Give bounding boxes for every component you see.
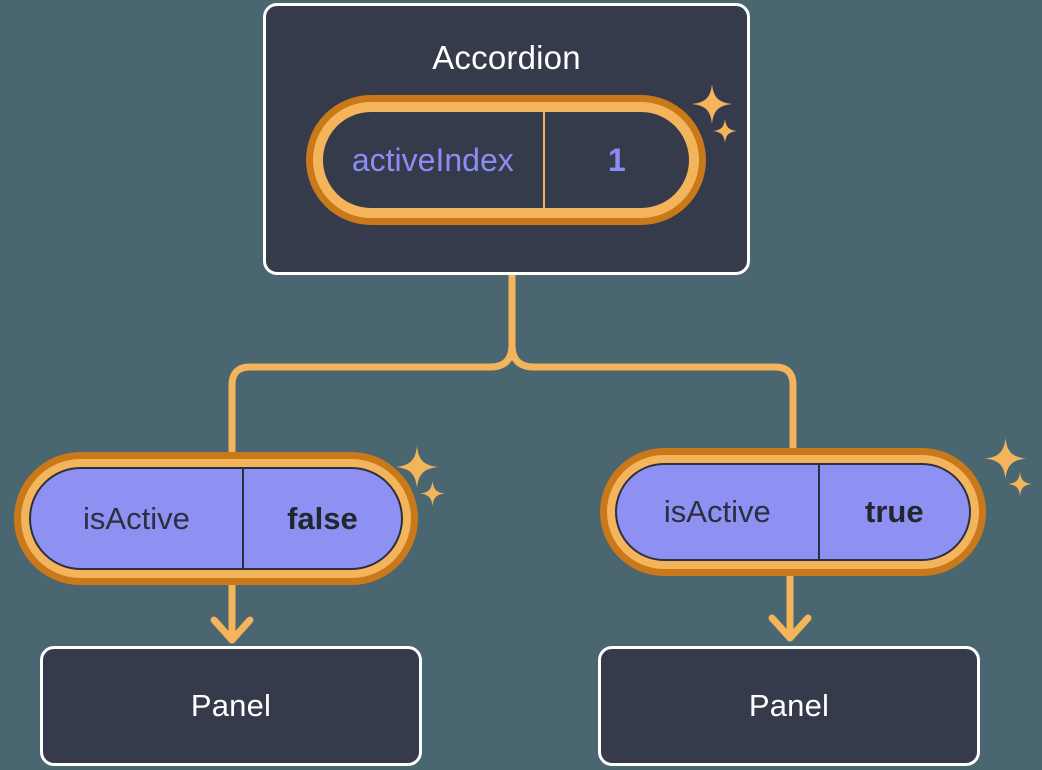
prop-pill-is-active-false[interactable]: isActive false [14,452,418,585]
arrow-head-right [768,614,812,642]
sparkle-icon-small [420,481,445,506]
prop-key-is-active-left: isActive [31,469,244,568]
arrow-head-left [210,616,254,644]
connector-branch-left [228,341,516,456]
prop-value-is-active-right: true [865,494,924,529]
panel-component-card-right[interactable]: Panel [598,646,980,766]
prop-value-active-index: 1 [607,141,626,178]
sparkle-icon [692,84,732,124]
pill-body: activeIndex 1 [321,110,691,210]
prop-pill-is-active-true[interactable]: isActive true [600,448,986,576]
pill-body: isActive true [615,463,971,561]
prop-pill-active-index[interactable]: activeIndex 1 [306,95,706,225]
sparkle-icon-small [713,119,737,143]
panel-title-left: Panel [190,688,272,723]
prop-key-is-active-right: isActive [617,465,820,559]
sparkle-icon [985,438,1026,479]
accordion-title: Accordion [432,39,581,76]
pill-inner-ring: isActive true [607,455,979,569]
connector-branch-right [508,341,797,452]
sparkle-icon-small [1008,472,1032,496]
panel-component-card-left[interactable]: Panel [40,646,422,766]
pill-inner-ring: isActive false [21,459,411,578]
pill-body: isActive false [29,467,403,570]
sparkle-icon [396,446,438,488]
prop-value-is-active-left: false [287,500,358,536]
prop-key-active-index: activeIndex [323,112,545,208]
panel-title-right: Panel [748,688,830,723]
pill-inner-ring: activeIndex 1 [313,102,699,218]
